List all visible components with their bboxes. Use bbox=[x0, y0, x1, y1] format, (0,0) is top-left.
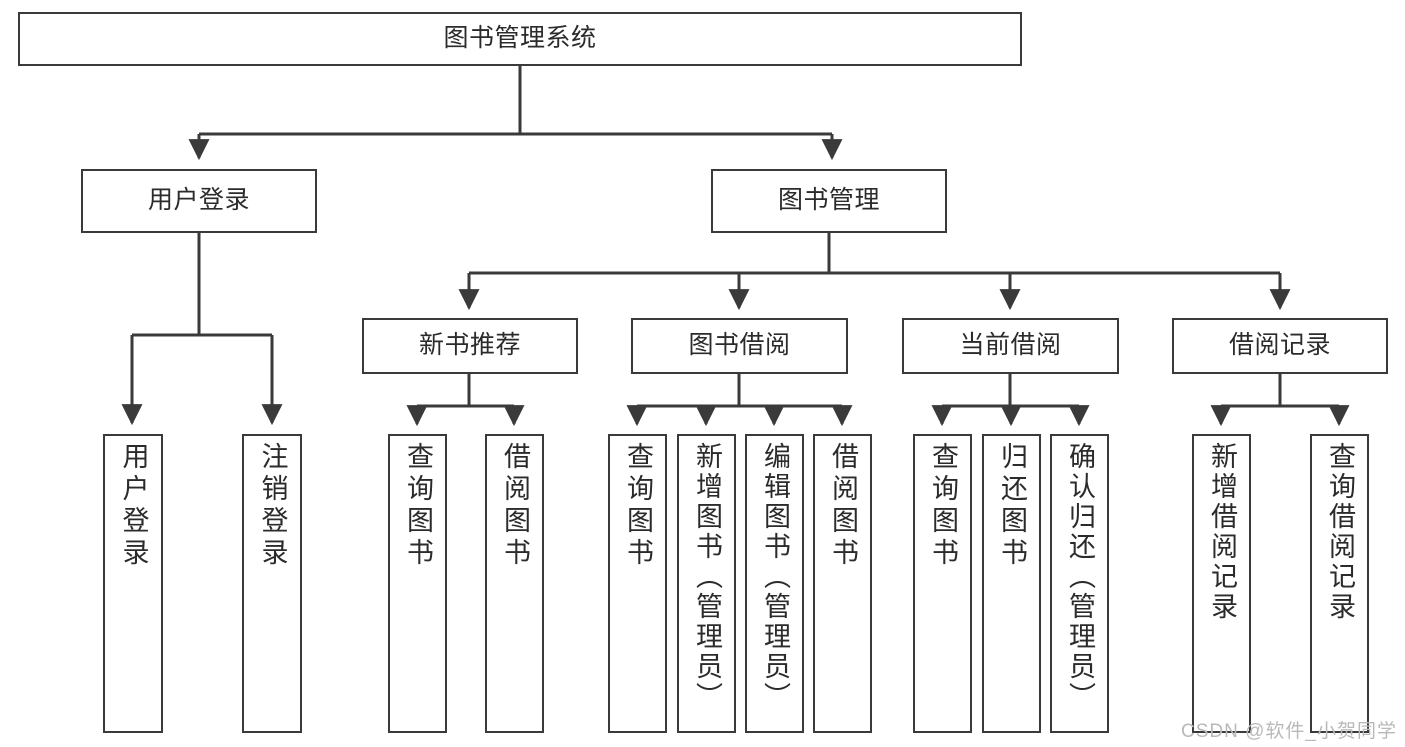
node-label: 查询借阅记录 bbox=[1325, 442, 1355, 622]
node-label: 借阅图书 bbox=[828, 442, 858, 570]
node-leaf-11[interactable]: 新增借阅记录 bbox=[1192, 434, 1251, 733]
node-leaf-0[interactable]: 用户登录 bbox=[103, 434, 163, 733]
node-label: 借阅记录 bbox=[1228, 331, 1331, 360]
node-level1-0[interactable]: 用户登录 bbox=[81, 169, 317, 233]
watermark: CSDN @软件_小贺同学 bbox=[1181, 721, 1397, 742]
node-label: 新书推荐 bbox=[418, 331, 521, 360]
node-leaf-1[interactable]: 注销登录 bbox=[242, 434, 302, 733]
node-level2-3[interactable]: 借阅记录 bbox=[1172, 318, 1388, 374]
node-leaf-5[interactable]: 新增图书（管理员） bbox=[677, 434, 736, 733]
node-label: 用户登录 bbox=[147, 186, 250, 215]
node-leaf-2[interactable]: 查询图书 bbox=[388, 434, 447, 733]
node-label: 查询图书 bbox=[623, 442, 653, 570]
node-label: 用户登录 bbox=[118, 442, 149, 570]
node-label: 查询图书 bbox=[403, 442, 433, 570]
node-label: 注销登录 bbox=[257, 442, 288, 570]
node-leaf-12[interactable]: 查询借阅记录 bbox=[1310, 434, 1369, 733]
node-label: 当前借阅 bbox=[959, 331, 1062, 360]
node-level1-1[interactable]: 图书管理 bbox=[711, 169, 947, 233]
node-label: 确认归还（管理员） bbox=[1065, 442, 1095, 712]
node-label: 新增借阅记录 bbox=[1207, 442, 1237, 622]
node-level2-0[interactable]: 新书推荐 bbox=[362, 318, 578, 374]
node-leaf-9[interactable]: 归还图书 bbox=[982, 434, 1041, 733]
node-label: 归还图书 bbox=[997, 442, 1027, 570]
node-leaf-8[interactable]: 查询图书 bbox=[913, 434, 972, 733]
node-label: 查询图书 bbox=[928, 442, 958, 570]
node-leaf-10[interactable]: 确认归还（管理员） bbox=[1050, 434, 1109, 733]
node-label: 图书管理 bbox=[777, 186, 880, 215]
node-level2-1[interactable]: 图书借阅 bbox=[631, 318, 848, 374]
node-leaf-3[interactable]: 借阅图书 bbox=[485, 434, 544, 733]
node-label: 图书管理系统 bbox=[443, 24, 597, 53]
node-root[interactable]: 图书管理系统 bbox=[18, 12, 1022, 66]
node-level2-2[interactable]: 当前借阅 bbox=[902, 318, 1119, 374]
node-label: 图书借阅 bbox=[688, 331, 791, 360]
node-leaf-6[interactable]: 编辑图书（管理员） bbox=[745, 434, 804, 733]
node-label: 新增图书（管理员） bbox=[692, 442, 722, 712]
node-leaf-4[interactable]: 查询图书 bbox=[608, 434, 667, 733]
node-leaf-7[interactable]: 借阅图书 bbox=[813, 434, 872, 733]
node-label: 编辑图书（管理员） bbox=[760, 442, 790, 712]
node-label: 借阅图书 bbox=[500, 442, 530, 570]
